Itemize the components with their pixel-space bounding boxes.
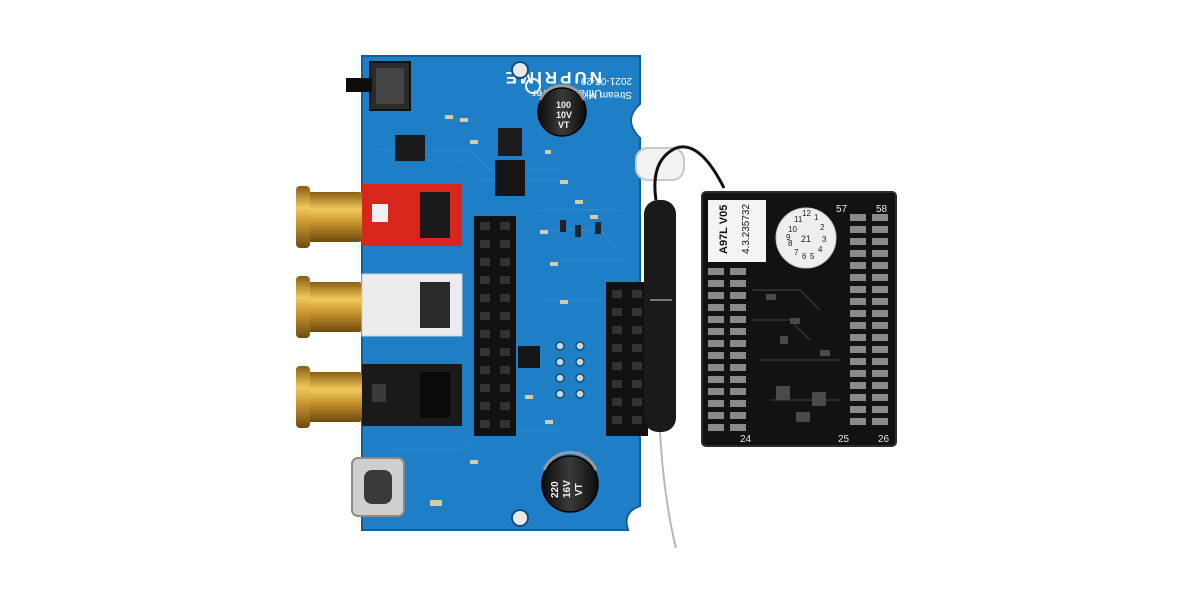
via-holes [555,341,585,399]
slide-switch [346,61,411,111]
sticker-digit: 3 [822,235,827,244]
module-pads-left [708,268,746,431]
sticker-digit: 6 [802,252,807,261]
antenna-cable [644,145,726,549]
mount-hole-icon [511,61,529,79]
capacitor-voltage: 16V [562,480,573,498]
module-label: A97L V05 4.3.235732 [708,200,766,262]
sticker-digit: 21 [801,234,811,244]
sticker-digit: 7 [794,248,799,257]
pin-label: 57 [836,204,848,215]
pin-header-left [474,216,516,436]
smd-components [430,115,601,506]
rca-jack-white [296,273,463,338]
date-sticker: 10 11 12 1 2 3 4 5 6 7 8 9 21 [775,207,837,269]
usb-c-port [351,457,405,517]
pin-label: 26 [878,434,890,445]
module-model: A97L V05 [718,205,730,254]
capacitor-value: 100 [556,100,571,110]
silkscreen-model: Stream Mini-A 2021-07-29 [568,75,632,100]
pin-label: 25 [838,434,850,445]
module-serial: 4.3.235732 [741,204,752,254]
sticker-digit: 8 [788,239,793,248]
sticker-digit: 5 [810,252,815,261]
pin-label: 24 [740,434,752,445]
date-label: 2021-07-29 [580,75,632,86]
sticker-digit: 12 [802,209,811,218]
wifi-module: A97L V05 4.3.235732 10 11 12 1 2 3 4 5 6… [701,191,897,447]
capacitor-value: 220 [550,481,561,498]
mount-hole-icon [511,509,529,527]
rca-jack-black [296,364,462,428]
model-label: Stream Mini-A [568,89,632,100]
capacitor-type: VT [574,483,585,496]
capacitor-100uf: 100 10V VT [537,84,587,137]
capacitor-type: VT [558,120,570,130]
module-pads-right [850,214,888,425]
sticker-digit: 11 [794,215,803,224]
pin-header-right [606,282,648,436]
rca-jack-red [296,184,462,248]
module-components [766,294,830,422]
sticker-digit: 2 [820,223,825,232]
sticker-digit: 9 [786,233,791,242]
capacitor-220uf: 220 16V VT [541,450,599,513]
sticker-digit: 10 [788,225,797,234]
ic-chip [395,128,540,368]
capacitor-voltage: 10V [556,110,572,120]
logo-icon [525,78,541,94]
sticker-digit: 1 [814,213,819,222]
sticker-digit: 4 [818,245,823,254]
pin-label: 58 [876,204,888,215]
